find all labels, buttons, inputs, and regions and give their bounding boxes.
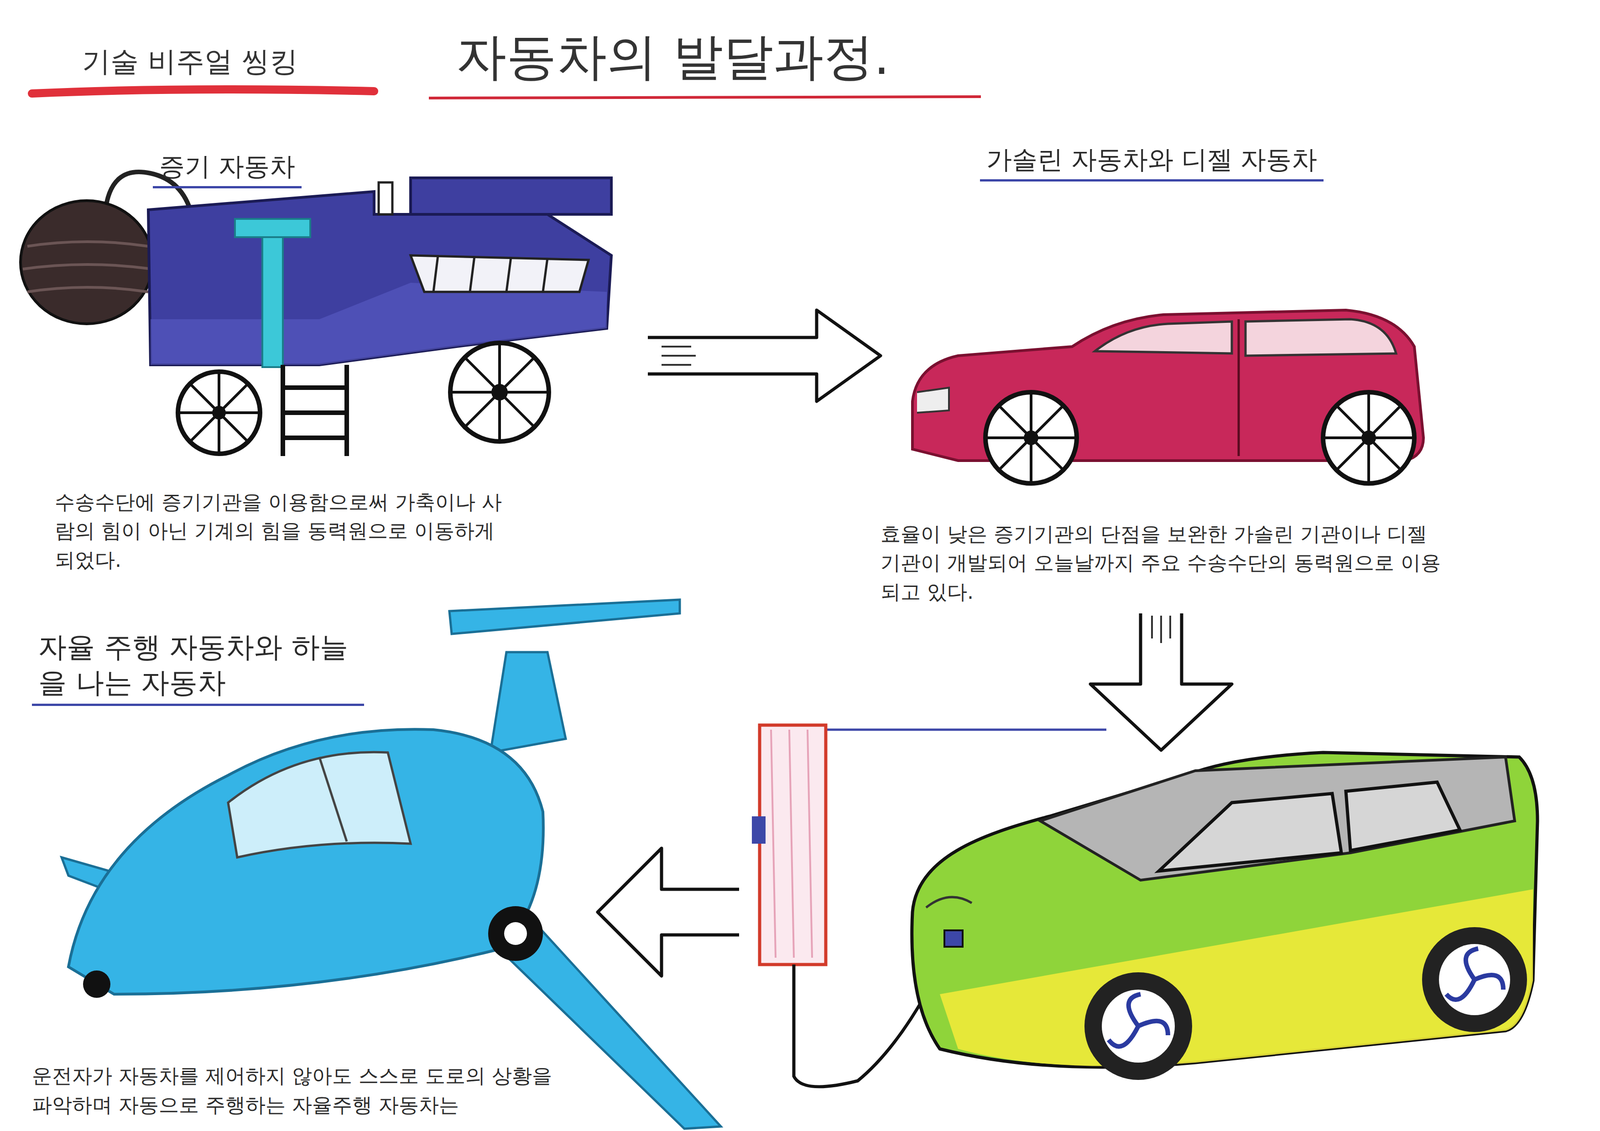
flow-arrow xyxy=(647,310,881,402)
stage-heading: 자율 주행 자동차와 하늘을 나는 자동차 xyxy=(31,629,365,707)
electric-car-part xyxy=(759,725,826,965)
steam-car-part xyxy=(410,177,612,215)
electric-car-part xyxy=(771,729,813,959)
electric-car-part xyxy=(1446,948,1504,1001)
electric-car xyxy=(751,725,1538,1088)
steam-car-part xyxy=(148,191,612,365)
flying-car-part xyxy=(488,906,543,962)
stage-description: 운전자가 자동차를 제어하지 않아도 스스로 도로의 상황을 파악하며 자동으로… xyxy=(31,1061,557,1121)
flow-arrow-left-part xyxy=(597,848,740,977)
flow-arrow-down xyxy=(1090,613,1232,751)
page-title: 자동차의 발달과정. xyxy=(456,26,890,87)
steam-car-part xyxy=(450,343,549,442)
electric-car-part xyxy=(1438,944,1511,1016)
gasoline-car-part xyxy=(1237,319,1241,457)
electric-car-part xyxy=(926,897,972,908)
electric-car-part xyxy=(751,816,766,845)
speed-lines-part xyxy=(661,346,696,365)
flying-car-part xyxy=(504,922,527,946)
flow-arrow-down-part xyxy=(1090,613,1232,751)
gasoline-car-part xyxy=(1245,319,1397,356)
stage-panel: 증기 자동차수송수단에 증기기관을 이용함으로써 가축이나 사람의 힘이 아닌 … xyxy=(54,150,648,575)
electric-car-part xyxy=(1101,990,1175,1064)
steam-car-part xyxy=(20,200,153,324)
gasoline-car-part xyxy=(985,392,1077,484)
gasoline-car-part xyxy=(917,387,949,413)
speed-lines xyxy=(661,346,696,365)
electric-car-part xyxy=(912,752,1538,1068)
steam-car-part xyxy=(433,255,548,292)
steam-car-part xyxy=(212,406,226,420)
flying-car-part xyxy=(83,970,111,999)
header-underline xyxy=(31,89,981,99)
subject-label: 기술 비주얼 씽킹 xyxy=(82,44,298,79)
flying-car-part xyxy=(449,599,680,635)
gasoline-car xyxy=(912,310,1424,484)
flying-car-part xyxy=(68,729,544,995)
steam-car-part xyxy=(450,343,549,442)
steam-car-part xyxy=(491,384,508,401)
gasoline-car-part xyxy=(1023,430,1039,446)
stage-heading: 가솔린 자동차와 디젤 자동차 xyxy=(979,143,1324,182)
steam-car-part xyxy=(378,182,393,215)
electric-car-part xyxy=(1422,927,1528,1033)
gasoline-car-part xyxy=(1323,392,1415,484)
electric-car-part xyxy=(1108,994,1168,1048)
flying-car-part xyxy=(228,752,411,858)
stage-panel: 가솔린 자동차와 디젤 자동차효율이 낮은 증기기관의 단점을 보완한 가솔린 … xyxy=(880,143,1474,607)
steam-car-part xyxy=(262,237,283,368)
header-underline-part xyxy=(31,89,375,94)
electric-car-part xyxy=(1158,793,1342,872)
steam-car-part xyxy=(282,364,347,457)
flow-arrow-left xyxy=(597,848,740,977)
gasoline-car-part xyxy=(985,392,1077,484)
stage-heading: 증기 자동차 xyxy=(152,150,302,189)
electric-car-part xyxy=(944,930,963,948)
steam-car-part xyxy=(177,371,261,454)
gasoline-car-part xyxy=(1094,321,1232,354)
header-underline-part xyxy=(428,96,981,99)
stage-description: 수송수단에 증기기관을 이용함으로써 가축이나 사람의 힘이 아닌 기계의 힘을… xyxy=(54,487,511,575)
flying-car-part xyxy=(319,757,347,842)
steam-car-part xyxy=(22,241,153,292)
electric-car-part xyxy=(1040,757,1515,881)
steam-car-part xyxy=(150,282,607,365)
electric-car-part xyxy=(1084,972,1193,1081)
steam-car-part xyxy=(410,255,589,292)
stage-panel: 자율 주행 자동차와 하늘을 나는 자동차운전자가 자동차를 제어하지 않아도 … xyxy=(31,629,594,1121)
gasoline-car-part xyxy=(1323,392,1415,484)
steam-car-part xyxy=(234,218,311,238)
gasoline-car-part xyxy=(1361,430,1376,446)
electric-car-part xyxy=(939,889,1533,1067)
flying-car-part xyxy=(490,652,566,753)
flow-arrow-down-part xyxy=(1151,615,1171,644)
steam-car xyxy=(20,171,612,457)
electric-car-part xyxy=(1345,782,1460,851)
stage-description: 효율이 낮은 증기기관의 단점을 보완한 가솔린 기관이나 디젤 기관이 개발되… xyxy=(880,519,1442,607)
steam-car-part xyxy=(177,371,261,454)
